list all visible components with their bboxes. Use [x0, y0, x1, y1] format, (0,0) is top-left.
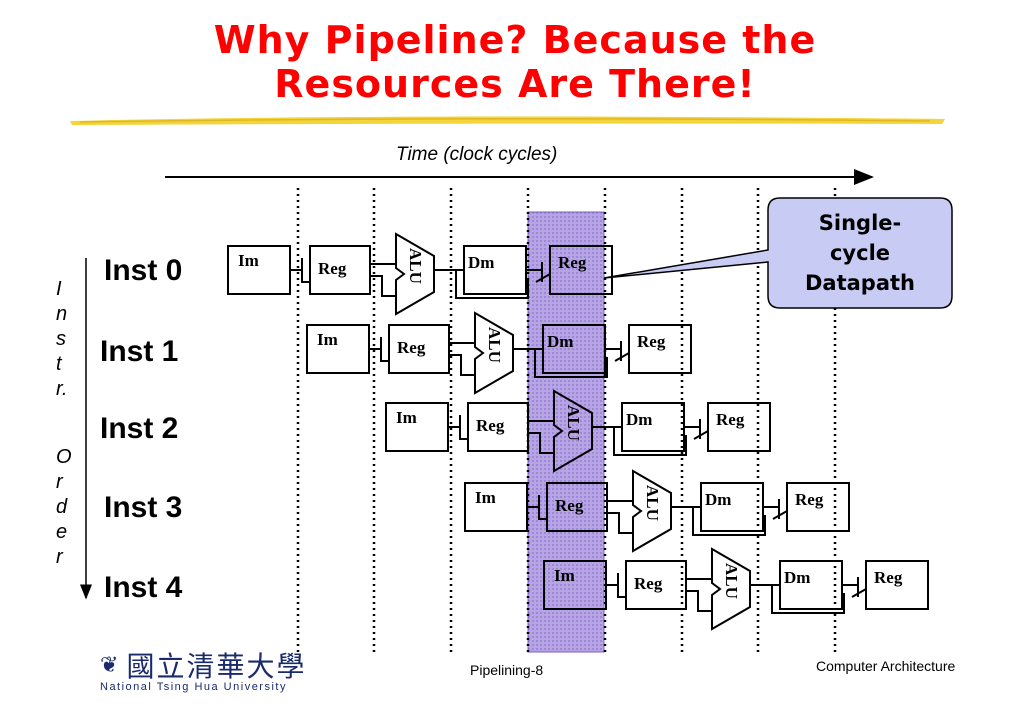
alu-shape-4 [711, 547, 751, 631]
alu-shape-3 [632, 469, 672, 553]
reg-label-1: Reg [397, 338, 426, 357]
callout-line-1: Single- [818, 211, 902, 235]
reg-box-2 [467, 402, 529, 452]
wire-im-reg-2 [448, 415, 468, 440]
wb-reg-box-3 [786, 482, 850, 532]
wb-reg-box-1 [628, 324, 692, 374]
wire-reg-alu-3 [607, 500, 633, 534]
page-number: Pipelining-8 [470, 662, 544, 678]
wire-alu-dm-0 [434, 269, 529, 299]
wire-alu-dm-4 [750, 584, 845, 614]
wire-dm-wb-2 [684, 419, 709, 440]
reg-box-4 [625, 560, 687, 610]
wire-alu-dm-3 [671, 506, 766, 536]
reg-label-0: Reg [318, 259, 347, 278]
title-underline [70, 116, 945, 125]
wb-reg-label-1: Reg [637, 332, 666, 351]
wb-reg-box-2 [707, 402, 771, 452]
reg-label-4: Reg [634, 574, 663, 593]
dm-label-4: Dm [784, 568, 810, 587]
im-label-3: Im [475, 488, 496, 507]
order-char-0: I [56, 278, 62, 300]
im-label-4: Im [554, 566, 575, 585]
wb-reg-box-4 [865, 560, 929, 610]
wire-im-reg-1 [369, 337, 389, 362]
wire-dm-wb-1 [605, 341, 630, 362]
inst-label-1: Inst 1 [100, 335, 179, 368]
course-name: Computer Architecture [816, 658, 956, 674]
callout-line-3: Datapath [804, 271, 915, 295]
reg-label-2: Reg [476, 416, 505, 435]
inst-label-4: Inst 4 [104, 571, 183, 604]
order-char-2: s [56, 328, 66, 350]
wb-reg-label-3: Reg [795, 490, 824, 509]
wire-reg-alu-2 [528, 420, 554, 454]
dm-label-2: Dm [626, 410, 652, 429]
single-cycle-callout [603, 197, 953, 309]
wb-reg-label-2: Reg [716, 410, 745, 429]
reg-label-3: Reg [555, 496, 584, 515]
university-name-english: National Tsing Hua University [100, 681, 287, 693]
reg-box-1 [388, 324, 450, 374]
reg-box-0 [309, 245, 371, 295]
order-char-6: r [56, 471, 63, 493]
title-line-2: Resources Are There! [274, 62, 756, 106]
wire-reg-alu-1 [449, 342, 475, 376]
alu-label-1: ALU [485, 327, 504, 363]
order-char-4: r. [56, 378, 68, 400]
time-axis-label: Time (clock cycles) [396, 144, 558, 165]
wire-im-reg-0 [290, 258, 310, 283]
im-label-2: Im [396, 408, 417, 427]
alu-shape-1 [474, 311, 514, 395]
university-logo: ❦國立清華大學 [100, 645, 306, 685]
alu-label-2: ALU [564, 405, 583, 441]
inst-label-0: Inst 0 [104, 254, 183, 287]
order-char-3: t [56, 353, 62, 375]
wire-reg-alu-0 [370, 263, 396, 297]
dm-label-1: Dm [547, 332, 573, 351]
wb-reg-box-0 [549, 245, 613, 295]
wire-alu-dm-2 [592, 426, 687, 456]
wb-reg-label-0: Reg [558, 253, 587, 272]
wire-reg-alu-4 [686, 578, 712, 612]
reg-box-3 [546, 482, 608, 532]
wire-dm-wb-4 [842, 577, 867, 598]
wire-dm-wb-0 [526, 262, 551, 283]
wire-alu-dm-1 [513, 348, 608, 378]
dm-label-0: Dm [468, 253, 494, 272]
im-label-1: Im [317, 330, 338, 349]
alu-shape-0 [395, 232, 435, 316]
wire-im-reg-3 [527, 495, 547, 520]
inst-label-2: Inst 2 [100, 412, 179, 445]
order-char-5: O [56, 446, 72, 468]
dm-label-3: Dm [705, 490, 731, 509]
alu-label-0: ALU [406, 248, 425, 284]
order-char-9: r [56, 546, 63, 568]
alu-label-3: ALU [643, 485, 662, 521]
callout-line-2: cycle [829, 241, 891, 265]
order-char-8: e [56, 521, 68, 543]
wire-dm-wb-3 [763, 499, 788, 520]
slide-title: Why Pipeline? Because the Resources Are … [120, 18, 910, 106]
wb-reg-label-4: Reg [874, 568, 903, 587]
order-char-7: d [56, 496, 68, 518]
wire-im-reg-4 [606, 573, 626, 598]
title-line-1: Why Pipeline? Because the [213, 18, 817, 62]
callout-text: Single- cycle Datapath [770, 208, 950, 298]
alu-shape-2 [553, 389, 593, 473]
inst-label-3: Inst 3 [104, 491, 183, 524]
university-name-chinese: 國立清華大學 [126, 650, 307, 683]
university-emblem-icon: ❦ [100, 653, 121, 678]
im-label-0: Im [238, 251, 259, 270]
order-char-1: n [56, 303, 68, 325]
alu-label-4: ALU [722, 563, 741, 599]
